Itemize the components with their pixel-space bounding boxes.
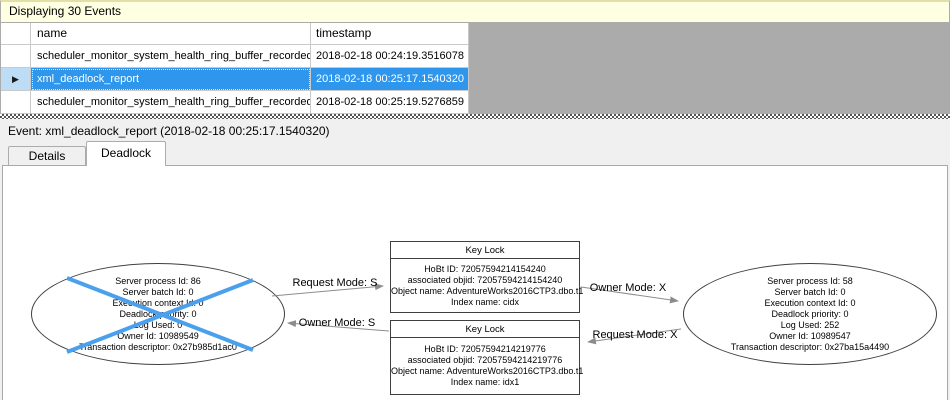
process-line: Server process Id: 58 — [767, 275, 853, 286]
selected-row-header[interactable]: ▶ — [1, 68, 31, 91]
process-node-survivor: Server process Id: 58 Server batch Id: 0… — [683, 263, 937, 365]
process-line: Transaction descriptor: 0x27ba15a4490 — [730, 341, 890, 352]
event-row-timestamp[interactable]: 2018-02-18 00:25:19.5276859 — [311, 91, 469, 114]
process-line: Owner Id: 10989549 — [117, 330, 199, 341]
process-line: Owner Id: 10989547 — [769, 330, 851, 341]
event-row-name[interactable]: scheduler_monitor_system_health_ring_buf… — [31, 91, 311, 114]
process-line: Deadlock priority: 0 — [119, 308, 197, 319]
resource-line: associated objid: 72057594214219776 — [407, 355, 563, 365]
event-row-timestamp[interactable]: 2018-02-18 00:24:19.3516078 — [311, 45, 469, 68]
process-line: Server batch Id: 0 — [122, 286, 194, 297]
process-line: Transaction descriptor: 0x27b985d1ac0 — [79, 341, 237, 352]
column-header-name[interactable]: name — [31, 23, 311, 45]
resource-line: Index name: idx1 — [450, 377, 520, 387]
column-header-timestamp[interactable]: timestamp — [311, 23, 469, 45]
resource-line: associated objid: 72057594214154240 — [407, 274, 563, 285]
events-grid: name timestamp scheduler_monitor_system_… — [0, 23, 950, 114]
events-count-label: Displaying 30 Events — [9, 4, 122, 18]
resource-body: HoBt ID: 72057594214219776 associated ob… — [391, 338, 584, 394]
resource-line: Index name: cidx — [450, 296, 520, 307]
tab-deadlock[interactable]: Deadlock — [86, 141, 166, 166]
events-count-bar: Displaying 30 Events — [0, 0, 950, 23]
process-line: Server batch Id: 0 — [774, 286, 846, 297]
resource-node-keylock-bottom: Key Lock HoBt ID: 72057594214219776 asso… — [390, 320, 584, 395]
process-node-victim: Server process Id: 86 Server batch Id: 0… — [31, 263, 285, 365]
selected-row-marker-icon: ▶ — [12, 74, 19, 84]
resource-title: Key Lock — [391, 242, 579, 259]
grid-corner-cell — [1, 23, 31, 45]
resource-node-keylock-top: Key Lock HoBt ID: 72057594214154240 asso… — [390, 241, 584, 313]
process-line: Server process Id: 86 — [115, 275, 201, 286]
event-summary-label: Event: xml_deadlock_report (2018-02-18 0… — [8, 124, 330, 138]
resource-line: Object name: AdventureWorks2016CTP3.dbo.… — [391, 285, 584, 296]
resource-title: Key Lock — [391, 321, 579, 338]
event-row-name[interactable]: scheduler_monitor_system_health_ring_buf… — [31, 45, 311, 68]
process-line: Deadlock priority: 0 — [771, 308, 849, 319]
resource-line: HoBt ID: 72057594214154240 — [424, 263, 546, 274]
resource-line: HoBt ID: 72057594214219776 — [424, 344, 546, 354]
pane-splitter-handle[interactable] — [0, 114, 950, 119]
row-header[interactable] — [1, 45, 31, 68]
process-line: Log Used: 252 — [780, 319, 840, 330]
event-row-timestamp-selected[interactable]: 2018-02-18 00:25:17.1540320 — [311, 68, 469, 91]
row-header[interactable] — [1, 91, 31, 114]
process-line: Log Used: 0 — [133, 319, 183, 330]
event-summary-bar: Event: xml_deadlock_report (2018-02-18 0… — [0, 119, 950, 143]
tab-details[interactable]: Details — [8, 146, 86, 165]
resource-line: Object name: AdventureWorks2016CTP3.dbo.… — [391, 366, 584, 376]
process-line: Execution context Id: 0 — [112, 297, 204, 308]
resource-body: HoBt ID: 72057594214154240 associated ob… — [391, 259, 584, 312]
event-row-name-selected[interactable]: xml_deadlock_report — [31, 68, 311, 91]
process-line: Execution context Id: 0 — [764, 297, 856, 308]
